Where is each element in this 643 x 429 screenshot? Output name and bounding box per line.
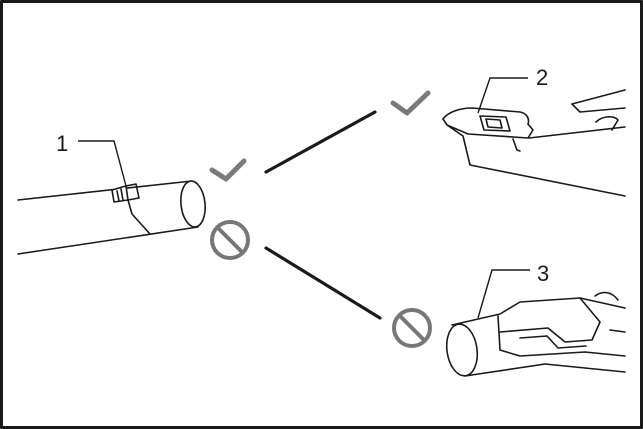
callout-leader-2 xyxy=(477,77,528,114)
connection-line-allowed xyxy=(264,110,377,174)
connection-line-forbidden xyxy=(264,246,382,320)
prohibited-icon xyxy=(210,220,250,260)
callout-number-1: 1 xyxy=(56,131,68,156)
round-socket xyxy=(445,291,626,377)
prohibited-icon xyxy=(392,308,432,348)
tube-with-clip xyxy=(17,180,206,255)
flat-nozzle xyxy=(442,89,626,197)
callout-leader-3 xyxy=(477,269,530,319)
callout-number-3: 3 xyxy=(537,261,549,286)
callout-leader-1 xyxy=(78,140,127,187)
checkmark-icon xyxy=(390,90,431,116)
callout-number-2: 2 xyxy=(536,65,548,90)
checkmark-icon xyxy=(209,158,247,182)
